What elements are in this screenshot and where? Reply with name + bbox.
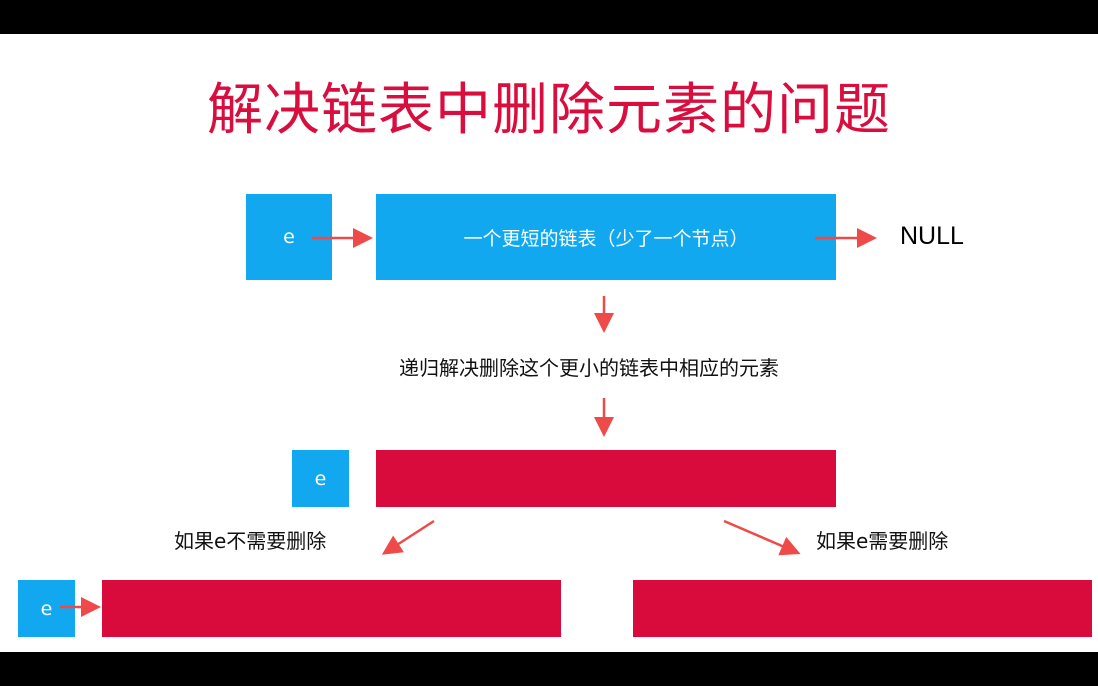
arrows-layer: [60, 228, 877, 617]
bottom-head-label: e: [40, 597, 53, 620]
top-head-label: e: [283, 226, 295, 248]
shorter-list-node: 一个更短的链表（少了一个节点）: [376, 194, 836, 280]
null-label: NULL: [900, 222, 964, 250]
bottom-head-node: e: [18, 580, 75, 637]
arrow-branch-left: [381, 519, 435, 555]
middle-result-list: [376, 450, 836, 507]
middle-head-node: e: [292, 450, 349, 507]
slide-title: 解决链表中删除元素的问题: [207, 78, 891, 143]
branch-left-caption: 如果e不需要删除: [174, 529, 327, 553]
bottom-right-result-list: [633, 580, 1092, 637]
recursion-step-text: 递归解决删除这个更小的链表中相应的元素: [399, 356, 779, 380]
arrow-branch-right: [723, 519, 801, 556]
middle-head-label: e: [314, 467, 327, 490]
bottom-left-result-list: [102, 580, 561, 637]
shorter-list-label: 一个更短的链表（少了一个节点）: [463, 227, 749, 250]
branch-right-caption: 如果e需要删除: [816, 529, 949, 553]
slide: 解决链表中删除元素的问题 e 一个更短的链表（少了一个节点） NULL 递归解决…: [0, 34, 1098, 652]
